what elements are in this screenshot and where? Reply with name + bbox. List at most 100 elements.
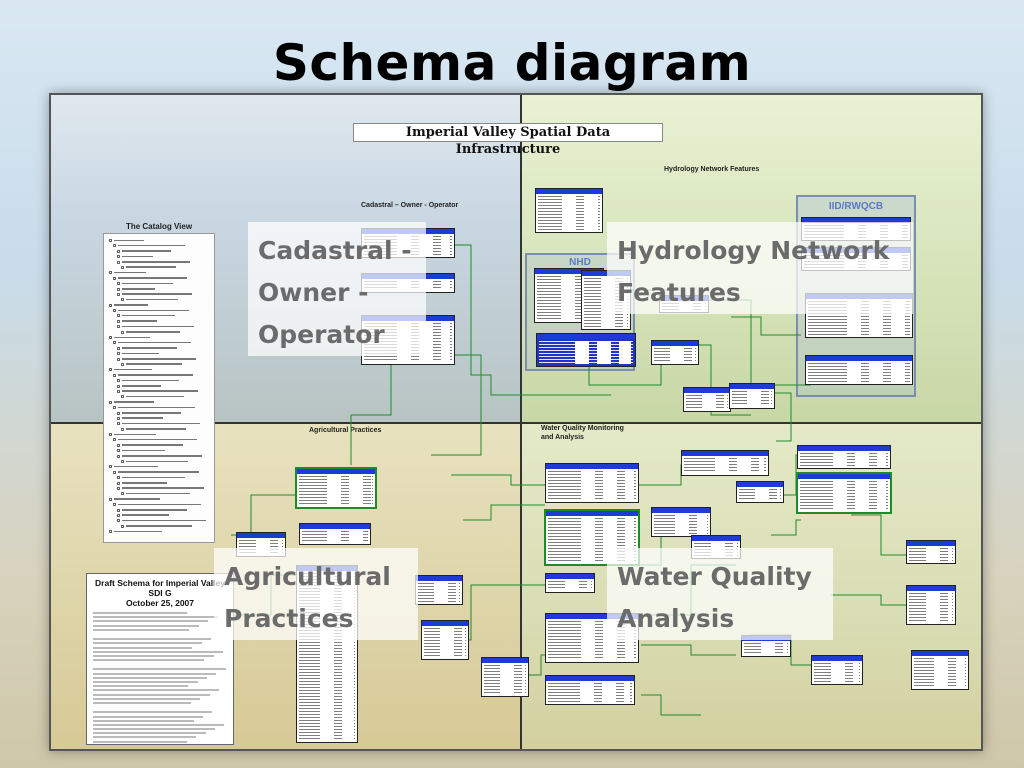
- tree-line: [107, 442, 211, 447]
- schema-table: [797, 445, 891, 469]
- draft-text-line: [93, 638, 211, 641]
- tree-line: [107, 329, 211, 334]
- draft-text-line: [93, 732, 206, 735]
- schema-table: [805, 355, 913, 385]
- caption-hydrology-line-1: Hydrology Network: [617, 236, 890, 265]
- tree-line: [107, 307, 211, 313]
- tree-line: [107, 399, 211, 404]
- draft-text-line: [93, 685, 189, 688]
- tree-line: [107, 312, 211, 318]
- tree-line: [107, 286, 211, 291]
- label-cadastral: Cadastral – Owner - Operator: [361, 202, 459, 209]
- tree-line: [107, 447, 211, 453]
- label-water-quality-1: Water Quality Monitoring: [541, 425, 624, 432]
- draft-text-line: [93, 642, 202, 645]
- label-hydrology: Hydrology Network Features: [664, 166, 760, 173]
- draft-text-line: [93, 693, 210, 696]
- draft-schema-document: Draft Schema for Imperial Valley SDI G O…: [86, 573, 234, 745]
- caption-water-quality-line-1: Water Quality: [617, 562, 812, 591]
- tree-line: [107, 383, 211, 388]
- tree-line: [107, 453, 211, 458]
- catalog-tree: [103, 233, 215, 543]
- label-water-quality-2: and Analysis: [541, 434, 584, 441]
- draft-text-line: [93, 672, 217, 675]
- draft-text-line: [93, 728, 215, 731]
- tree-line: [107, 269, 211, 275]
- draft-text-line: [93, 740, 187, 743]
- draft-text-line: [93, 668, 226, 671]
- tree-line: [107, 237, 211, 242]
- draft-text-line: [93, 681, 198, 683]
- tree-line: [107, 490, 211, 496]
- caption-water-quality: Water Quality Analysis: [607, 548, 833, 640]
- draft-text-line: [93, 650, 223, 653]
- caption-hydrology-line-2: Features: [617, 278, 741, 307]
- tree-line: [107, 323, 211, 329]
- schema-table: [651, 507, 711, 537]
- relationship-lines: [231, 244, 906, 716]
- schema-table: [906, 585, 956, 625]
- schema-table: [535, 188, 603, 233]
- schema-table: [545, 463, 639, 503]
- schema-table: [296, 468, 376, 508]
- diagram-title: Imperial Valley Spatial Data Infrastruct…: [353, 123, 663, 157]
- draft-text-line: [93, 616, 218, 619]
- tree-line: [107, 334, 211, 340]
- tree-line: [107, 361, 211, 366]
- draft-text-line: [93, 624, 199, 627]
- caption-cadastral: Cadastral - Owner - Operator: [248, 222, 426, 356]
- tree-line: [107, 372, 211, 377]
- tree-line: [107, 512, 211, 517]
- tree-line: [107, 415, 211, 420]
- schema-table: [729, 383, 775, 409]
- schema-table: [736, 481, 784, 503]
- tree-line: [107, 426, 211, 431]
- tree-line: [107, 248, 211, 253]
- tree-line: [107, 253, 211, 259]
- tree-line: [107, 296, 211, 302]
- tree-line: [107, 469, 211, 474]
- tree-line: [107, 275, 211, 280]
- tree-line: [107, 318, 211, 323]
- catalog-title: The Catalog View: [125, 222, 193, 231]
- draft-text-line: [93, 646, 193, 649]
- draft-title: Draft Schema for Imperial Valley SDI G: [95, 578, 225, 598]
- schema-table: [797, 473, 891, 513]
- caption-cadastral-line-3: Operator: [258, 320, 385, 349]
- draft-text-line: [93, 676, 207, 679]
- draft-text-line: [93, 697, 201, 700]
- tree-line: [107, 291, 211, 296]
- draft-text-line: [93, 612, 187, 614]
- caption-hydrology: Hydrology Network Features: [607, 222, 913, 314]
- schema-table: [545, 573, 595, 593]
- tree-line: [107, 356, 211, 361]
- nhd-zone-label: NHD: [569, 257, 591, 268]
- tree-line: [107, 501, 211, 507]
- horizontal-divider: [51, 422, 981, 424]
- tree-line: [107, 436, 211, 442]
- draft-text-line: [93, 628, 190, 631]
- tree-line: [107, 485, 211, 490]
- slide-title: Schema diagram: [272, 34, 752, 92]
- tree-line: [107, 366, 211, 372]
- schema-table: [683, 387, 731, 412]
- tree-line: [107, 404, 211, 410]
- tree-line: [107, 480, 211, 485]
- schema-table: [911, 650, 969, 690]
- draft-text-line: [93, 736, 197, 739]
- draft-text-line: [93, 659, 205, 662]
- tree-line: [107, 528, 211, 534]
- draft-text-line: [93, 620, 209, 623]
- tree-line: [107, 420, 211, 426]
- tree-line: [107, 264, 211, 269]
- caption-cadastral-line-2: Owner -: [258, 278, 369, 307]
- tree-line: [107, 410, 211, 415]
- tree-line: [107, 302, 211, 307]
- caption-water-quality-line-2: Analysis: [617, 604, 735, 633]
- tree-line: [107, 517, 211, 523]
- draft-text-line: [93, 654, 214, 657]
- draft-text-line: [93, 711, 213, 714]
- draft-date: October 25, 2007: [125, 598, 195, 608]
- tree-line: [107, 242, 211, 248]
- draft-text-line: [93, 715, 203, 718]
